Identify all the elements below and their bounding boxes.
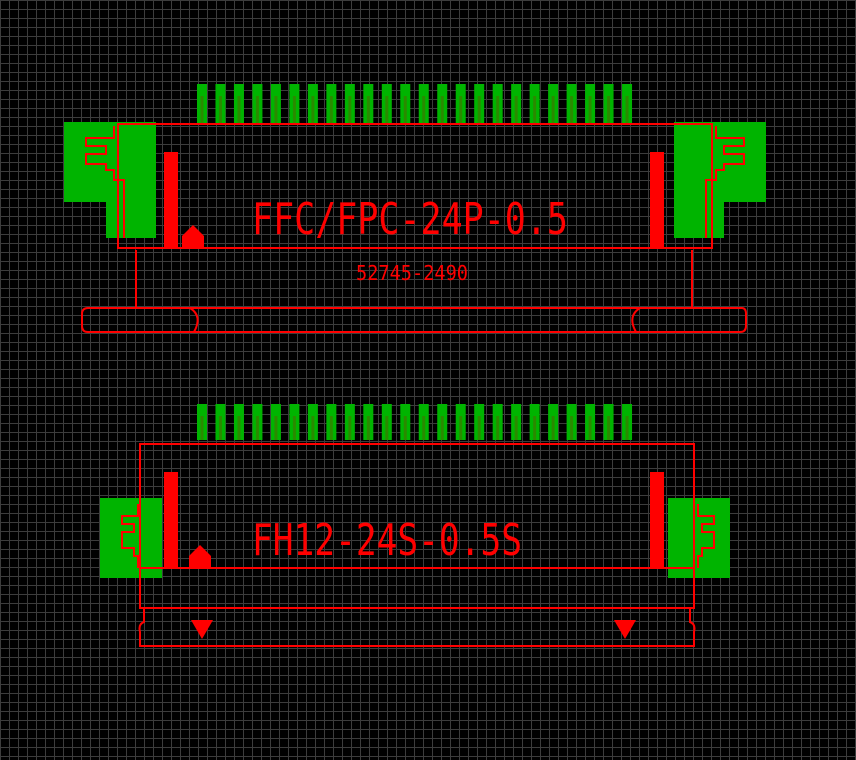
fp1-left-hook [85, 126, 125, 238]
pin-pad-center [274, 96, 278, 124]
pin-pad-center [403, 96, 407, 124]
footprint-ffc-fpc[interactable]: FFC/FPC-24P-0.5 52745-2490 [64, 84, 766, 333]
pin-pad-center [477, 96, 481, 124]
fp2-name-label: FH12-24S-0.5S [252, 515, 522, 566]
fp2-pin1-marker [189, 545, 211, 567]
fp2-pin-row [197, 404, 633, 440]
fp2-right-latch-bar [650, 472, 664, 568]
pin-pad-center [311, 416, 315, 440]
pin-pad-center [459, 96, 463, 124]
fp1-actuator-outline [135, 250, 693, 308]
pin-pad-center [385, 96, 389, 124]
fp1-pin-row [197, 84, 633, 124]
pin-pad-center [551, 96, 555, 124]
pin-pad-center [588, 416, 592, 440]
pin-pad-center [496, 96, 500, 124]
pin-pad-center [625, 96, 629, 124]
pin-pad-center [237, 96, 241, 124]
fp2-right-hook [697, 504, 715, 568]
pin-pad-center [403, 416, 407, 440]
fp1-actuator-notch-left [189, 307, 199, 333]
pin-pad-center [366, 96, 370, 124]
fp2-left-latch-bar [164, 472, 178, 568]
pin-pad-center [496, 416, 500, 440]
pin-pad-center [422, 96, 426, 124]
pin-pad-center [292, 416, 296, 440]
pin-pad-center [570, 416, 574, 440]
pin-pad-center [329, 416, 333, 440]
fp2-left-arrow-marker [191, 620, 213, 639]
pin-pad-center [255, 96, 259, 124]
footprint-fh12[interactable]: FH12-24S-0.5S [100, 404, 730, 647]
fp1-part-number: 52745-2490 [356, 261, 468, 285]
fp2-left-hook [121, 504, 139, 568]
fp2-left-mount-pad [100, 498, 162, 578]
pin-pad-center [329, 96, 333, 124]
pin-pad-center [551, 416, 555, 440]
fp1-left-latch-bar [164, 152, 178, 248]
pin-pad-center [200, 96, 204, 124]
pin-pad-center [533, 96, 537, 124]
pin-pad-center [200, 416, 204, 440]
fp1-right-latch-bar [650, 152, 664, 248]
pin-pad-center [274, 416, 278, 440]
pin-pad-center [588, 96, 592, 124]
fp2-body-outline [139, 443, 695, 609]
pin-pad-center [607, 416, 611, 440]
pin-pad-center [440, 416, 444, 440]
fp1-left-mount-pad [64, 122, 156, 238]
fp1-actuator-notch-right [631, 307, 641, 333]
fp1-pin1-marker [182, 225, 204, 247]
pin-pad-center [218, 96, 222, 124]
pin-pad-center [440, 96, 444, 124]
pin-pad-center [422, 416, 426, 440]
pin-pad-center [625, 416, 629, 440]
pin-pad-center [607, 96, 611, 124]
fp2-right-arrow-marker [614, 620, 636, 639]
pin-pad-center [348, 416, 352, 440]
pin-pad-center [514, 416, 518, 440]
pin-pad-center [218, 416, 222, 440]
fp1-right-mount-pad [674, 122, 766, 238]
pin-pad-center [292, 96, 296, 124]
fp1-right-hook [705, 126, 745, 238]
pin-pad-center [237, 416, 241, 440]
pin-pad-center [348, 96, 352, 124]
pin-pad-center [570, 96, 574, 124]
pin-pad-center [311, 96, 315, 124]
pin-pad-center [477, 416, 481, 440]
pin-pad-center [385, 416, 389, 440]
pin-pad-center [514, 96, 518, 124]
pin-pad-center [459, 416, 463, 440]
fp1-name-label: FFC/FPC-24P-0.5 [252, 194, 568, 245]
fp2-actuator-outline [138, 608, 696, 647]
fp1-body-outline [117, 123, 713, 249]
pin-pad-center [255, 416, 259, 440]
fp1-actuator-bar [81, 307, 747, 333]
pin-pad-center [366, 416, 370, 440]
pin-pad-center [533, 416, 537, 440]
